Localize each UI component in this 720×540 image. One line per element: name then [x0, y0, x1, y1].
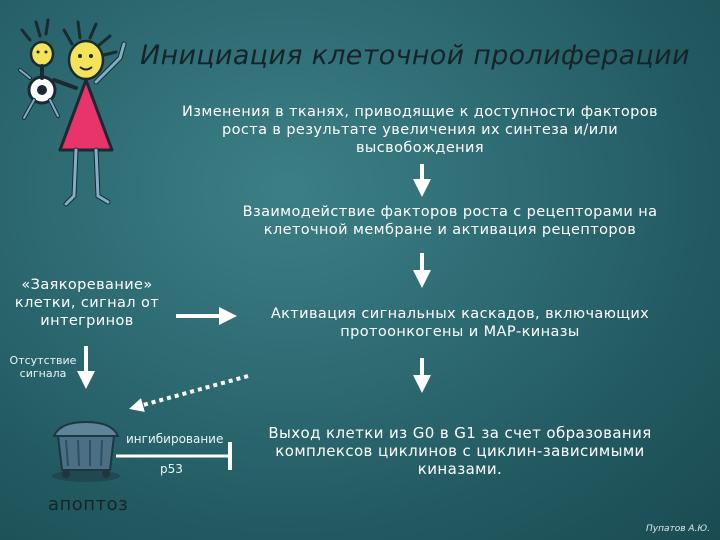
- step-signal-cascades: Активация сигнальных каскадов, включающи…: [270, 306, 650, 340]
- trash-bin-icon: [52, 420, 120, 482]
- stick-figures-illustration: [18, 18, 127, 207]
- dashed-arrow-icon: [129, 374, 249, 413]
- no-signal-label: Отсутствие сигнала: [9, 354, 77, 380]
- anchoring-label: «Заякоревание» клетки, сигнал от интегри…: [14, 277, 160, 329]
- p53-label: р53: [160, 462, 183, 476]
- step-g0-to-g1: Выход клетки из G0 в G1 за счет образова…: [268, 424, 652, 478]
- step-tissue-changes: Изменения в тканях, приводящие к доступн…: [182, 104, 658, 156]
- inhibition-label: ингибирование: [126, 432, 224, 446]
- step-receptor-interaction: Взаимодействие факторов роста с рецептор…: [242, 204, 658, 238]
- page-title: Инициация клеточной пролиферации: [140, 40, 690, 71]
- apoptosis-label: апоптоз: [48, 494, 129, 515]
- author-credit: Пупатов А.Ю.: [646, 524, 711, 534]
